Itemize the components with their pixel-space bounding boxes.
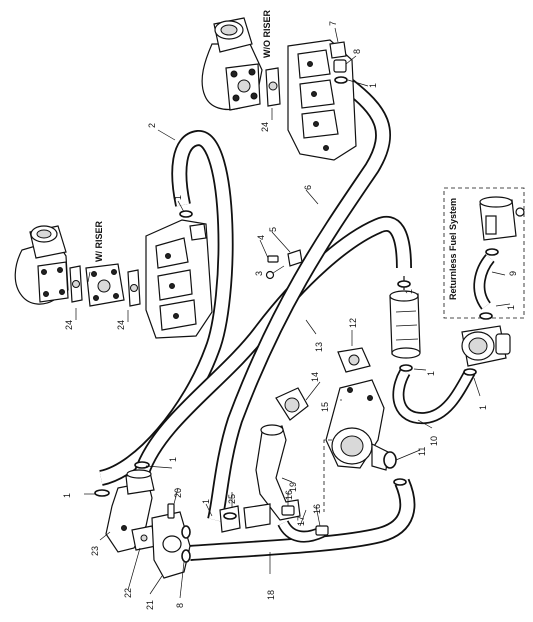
gasket-12 (337, 347, 371, 373)
leader-lines (75, 27, 511, 599)
callout-13: 13 (314, 342, 324, 352)
bolt-20 (167, 503, 175, 519)
fittings-16 (281, 505, 329, 536)
callout-25: 25 (227, 494, 237, 504)
callout-3: 3 (254, 271, 264, 276)
water-tube-19 (243, 424, 301, 529)
hose-10 (392, 369, 476, 425)
callout-16-a: 16 (284, 490, 294, 500)
fitting-5 (287, 249, 303, 267)
callout-12: 12 (348, 318, 358, 328)
hose-9 (473, 254, 495, 310)
callout-10: 10 (429, 436, 439, 446)
callout-17: 17 (296, 516, 306, 526)
callout-18: 18 (266, 590, 276, 600)
water-pump (323, 379, 407, 512)
fitting-8-top (333, 59, 348, 84)
gasket-14 (275, 387, 309, 421)
callout-1-bottom-mid: 1 (201, 499, 211, 504)
callout-7: 7 (328, 21, 338, 26)
callout-22: 22 (123, 588, 133, 598)
callout-1-cooler-top: 1 (404, 289, 414, 294)
callout-21: 21 (145, 600, 155, 610)
callout-5: 5 (268, 227, 278, 232)
callout-1-fuel: 1 (506, 305, 516, 310)
callout-23: 23 (90, 546, 100, 556)
callout-24-left: 24 (64, 320, 74, 330)
callout-2: 2 (147, 123, 157, 128)
label-with-riser: W/ RISER (94, 220, 104, 262)
callout-1-manifold: 1 (173, 195, 183, 200)
hose-18 (189, 478, 416, 561)
clamps-bottom-left (94, 461, 150, 497)
callout-11: 11 (417, 447, 427, 456)
exhaust-elbow-top (201, 17, 263, 111)
hose-6 (207, 78, 392, 522)
sensor-3 (265, 265, 285, 280)
callout-15: 15 (320, 402, 330, 412)
callout-6: 6 (303, 185, 313, 190)
fuel-cooler (389, 276, 421, 372)
callout-1-top: 1 (368, 83, 378, 88)
callout-20: 20 (173, 488, 183, 498)
exhaust-manifold-top (287, 39, 357, 161)
fuel-filter-canister (479, 196, 525, 256)
callout-1-elbow: 1 (168, 457, 178, 462)
gasket-24-top (265, 67, 281, 107)
fuel-pump (461, 312, 511, 376)
callout-14: 14 (310, 372, 320, 382)
callout-8-bottom: 8 (175, 603, 185, 608)
thermostat-cover-21 (151, 511, 191, 579)
exhaust-manifold-left (145, 219, 213, 339)
gasket-24-left (69, 265, 83, 303)
callout-4: 4 (256, 235, 266, 240)
clamp-manifold-left (179, 210, 193, 218)
callout-19: 19 (288, 482, 298, 492)
callout-1-pump: 1 (478, 405, 488, 410)
label-returnless-fuel-system: Returnless Fuel System (448, 198, 458, 300)
callout-16-b: 16 (312, 504, 322, 514)
callout-1-left: 1 (62, 493, 72, 498)
callout-1-cooler-bottom: 1 (426, 371, 436, 376)
callout-9: 9 (508, 271, 518, 276)
connector-4 (267, 255, 279, 263)
gasket-24-middle (127, 269, 141, 307)
callout-8-top: 8 (352, 49, 362, 54)
exhaust-elbow-left (14, 225, 69, 305)
callout-24-top: 24 (260, 122, 270, 132)
callout-numbers: 7 8 1 24 2 1 6 4 5 3 24 24 13 12 1 1 9 1… (62, 21, 518, 610)
callout-24-middle: 24 (116, 320, 126, 330)
label-without-riser: W/O RISER (262, 9, 272, 58)
riser-block (85, 263, 125, 307)
fitting-25 (219, 505, 241, 533)
